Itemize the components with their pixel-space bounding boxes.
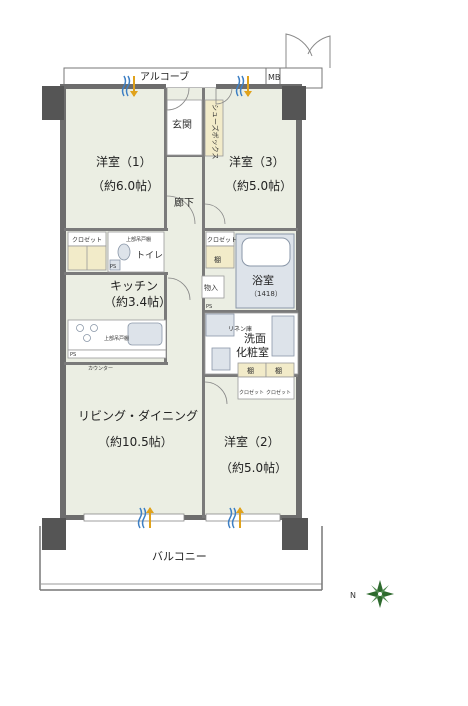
washroom-label-1: 洗面 xyxy=(244,332,266,345)
door-icon xyxy=(166,87,233,405)
kitchen-name: キッチン xyxy=(110,279,158,293)
storage-area xyxy=(201,275,225,299)
closet-label-2b: クロゼット xyxy=(266,389,291,396)
balcony-label: バルコニー xyxy=(152,550,207,563)
alcove-area xyxy=(63,67,323,89)
shelf-label-1: 棚 xyxy=(214,255,221,264)
kitchen-upper-shelf-label: 上部吊戸棚 xyxy=(104,335,129,342)
closet-label: クロゼット xyxy=(72,236,102,244)
western1-name: 洋室（1） xyxy=(96,154,152,169)
compass-north-label: N xyxy=(350,591,356,600)
washroom-ps-label: PS xyxy=(206,304,212,310)
western1-area: （約6.0帖） xyxy=(92,178,159,193)
washroom-label-2: 化粧室 xyxy=(236,345,269,359)
entrance-label: 玄関 xyxy=(172,118,192,131)
alcove-label: アルコーブ xyxy=(140,70,189,83)
entrance-area xyxy=(166,99,224,157)
living-name: リビング・ダイニング xyxy=(78,408,198,423)
mb-label: MB xyxy=(268,73,280,82)
toilet-upper-shelf-label: 上部吊戸棚 xyxy=(126,236,151,243)
toilet-icon xyxy=(117,243,131,261)
shelf-label-3: 棚 xyxy=(275,366,282,375)
balcony-area xyxy=(39,526,323,591)
linen-label: リネン庫 xyxy=(228,325,252,333)
ventilation-icon xyxy=(121,75,252,529)
door-icon xyxy=(285,33,331,68)
bathtub-icon xyxy=(241,237,291,267)
western3-name: 洋室（3） xyxy=(229,154,285,169)
sink-icon xyxy=(127,322,163,346)
hallway-label: 廊下 xyxy=(174,196,194,209)
balcony-windows xyxy=(83,513,281,522)
kitchen-area: （約3.4帖） xyxy=(104,294,171,309)
closet-western1 xyxy=(67,231,107,271)
ps-label: PS xyxy=(110,264,116,270)
western2-area: （約5.0帖） xyxy=(220,460,287,475)
kitchen-ps-label: PS xyxy=(70,352,76,358)
bathroom-size: （1418） xyxy=(250,290,282,298)
compass-icon xyxy=(366,580,394,608)
bathroom-label: 浴室 xyxy=(252,273,274,287)
closet-western2 xyxy=(237,362,295,400)
shelf-label-2: 棚 xyxy=(247,366,254,375)
closet3-label: クロゼット xyxy=(207,236,237,244)
counter-label: カウンター xyxy=(88,365,113,372)
pillars xyxy=(42,86,308,550)
closet-western3 xyxy=(205,231,235,269)
western2-name: 洋室（2） xyxy=(224,434,280,449)
stove-icon xyxy=(76,324,98,342)
closet-label-2a: クロゼット xyxy=(239,389,264,396)
living-area: （約10.5帖） xyxy=(98,434,173,449)
shoe-box-label: シューズボックス xyxy=(211,104,220,159)
storage-label: 物入 xyxy=(204,283,218,292)
toilet-label: トイレ xyxy=(136,251,163,261)
western3-area: （約5.0帖） xyxy=(225,178,292,193)
toilet-room xyxy=(107,231,165,273)
